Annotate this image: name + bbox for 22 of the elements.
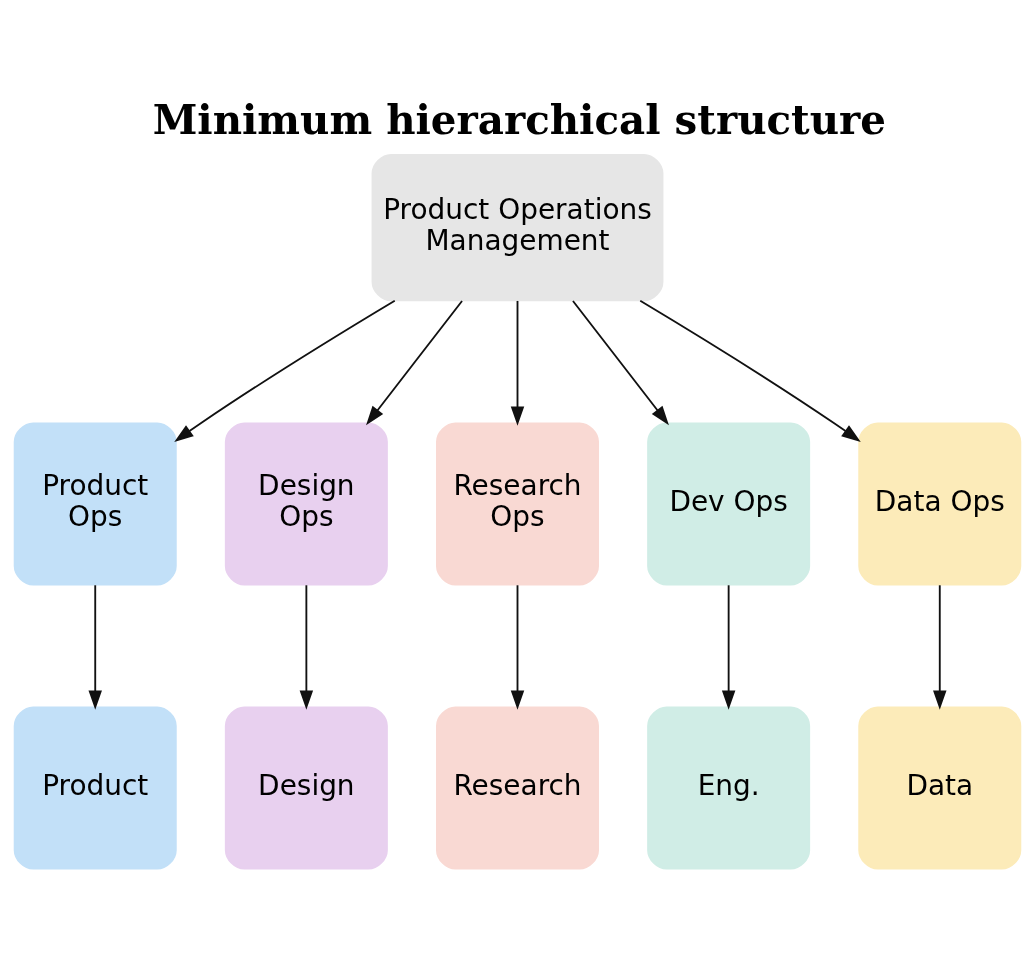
arrow bbox=[721, 583, 736, 710]
node-box: Research Ops bbox=[436, 421, 599, 585]
arrow bbox=[299, 583, 314, 710]
arrow bbox=[510, 583, 525, 710]
node-box: Product bbox=[13, 706, 177, 870]
node-box: Product Operations Management bbox=[371, 153, 664, 301]
node-box: Design Ops bbox=[224, 421, 388, 585]
arrow bbox=[88, 583, 102, 710]
arrow bbox=[174, 299, 396, 442]
arrow bbox=[933, 583, 947, 710]
node-box: Eng. bbox=[647, 706, 811, 870]
diagram-title: Minimum hierarchical structure bbox=[152, 95, 887, 144]
node-box: Design bbox=[224, 706, 388, 870]
arrow bbox=[366, 299, 463, 425]
node-box: Data bbox=[858, 706, 1022, 870]
node-box: Research bbox=[436, 706, 599, 870]
arrow bbox=[572, 299, 669, 425]
arrow bbox=[510, 299, 525, 426]
node-box: Dev Ops bbox=[647, 421, 811, 585]
node-box: Data Ops bbox=[858, 421, 1022, 585]
node-box: Product Ops bbox=[13, 421, 177, 585]
arrow bbox=[639, 299, 861, 442]
